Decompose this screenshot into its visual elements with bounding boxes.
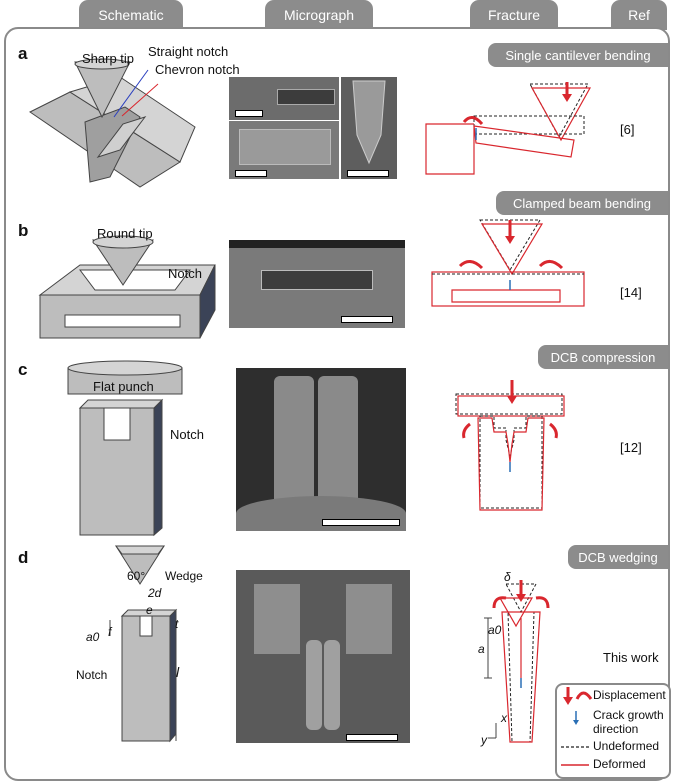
scale-bar: [235, 110, 263, 117]
notch-label: Notch: [168, 266, 202, 281]
panel-c-label: c: [18, 360, 28, 379]
chevron-notch-label: Chevron notch: [155, 62, 240, 77]
angle-label: 60°: [127, 569, 146, 583]
tab-fracture: Fracture: [470, 0, 558, 30]
panel-d-label: d: [18, 548, 29, 567]
frac-a-label: a: [478, 642, 485, 656]
panel-d-ref: This work: [603, 650, 659, 665]
axis-x-label: x: [501, 711, 507, 725]
legend-undeformed: Undeformed: [593, 739, 660, 753]
undeformed-line-icon: [561, 746, 589, 748]
legend-displacement: Displacement: [593, 688, 666, 702]
panel-c-fracture: [455, 380, 565, 511]
tab-schematic: Schematic: [79, 0, 183, 30]
panel-b-schematic: [38, 235, 216, 339]
frac-a0-label: a0: [488, 623, 502, 637]
panel-b-fracture: [431, 219, 585, 307]
dim-a0-label: a0: [86, 630, 100, 644]
legend: Displacement Crack growth direction Unde…: [555, 683, 671, 779]
deformed-line-icon: [561, 764, 589, 766]
panel-a-label: a: [18, 44, 28, 63]
panel-a-micrograph-2: [229, 121, 339, 179]
dim-2d-label: 2d: [148, 586, 162, 600]
panel-b-label: b: [18, 221, 29, 240]
sharp-tip-label: Sharp tip: [82, 51, 135, 66]
displacement-icon: [563, 687, 593, 705]
panel-a-micrograph-3: [341, 77, 397, 179]
wedge-label: Wedge: [165, 569, 203, 583]
panel-d-schematic: [109, 545, 178, 743]
round-tip-label: Round tip: [97, 226, 153, 241]
panel-b-title: Clamped beam bending: [496, 191, 668, 215]
panel-d-micrograph: [236, 570, 410, 743]
scale-bar: [347, 170, 389, 177]
flat-punch-label: Flat punch: [93, 379, 154, 394]
panel-a-title: Single cantilever bending: [488, 43, 668, 67]
dim-f-label: f: [108, 625, 112, 639]
panel-b-micrograph: [229, 240, 405, 328]
panel-c-schematic: [67, 360, 183, 537]
scale-bar: [235, 170, 267, 177]
panel-a-schematic: [29, 58, 196, 188]
panel-d-fracture: [484, 580, 550, 743]
panel-d-title: DCB wedging: [568, 545, 668, 569]
legend-crack-line2: direction: [593, 722, 639, 736]
panel-a-fracture: [425, 82, 592, 175]
panel-c-ref: [12]: [620, 440, 642, 455]
axis-y-label: y: [481, 733, 487, 747]
panel-c-micrograph: [236, 368, 406, 531]
legend-deformed: Deformed: [593, 757, 646, 771]
tab-ref: Ref: [611, 0, 667, 30]
legend-crack-line1: Crack growth: [593, 708, 664, 722]
dim-l-label: l: [176, 664, 180, 680]
panel-b-ref: [14]: [620, 285, 642, 300]
straight-notch-label: Straight notch: [148, 44, 229, 59]
panel-c-title: DCB compression: [538, 345, 668, 369]
dim-e-label: e: [146, 603, 153, 617]
panel-a-micrograph-1: [229, 77, 339, 120]
tab-micrograph: Micrograph: [265, 0, 373, 30]
notch-label: Notch: [170, 427, 204, 442]
scale-bar: [346, 734, 398, 741]
scale-bar: [322, 519, 400, 526]
panel-a-ref: [6]: [620, 122, 635, 137]
crack-growth-icon: [573, 711, 579, 725]
dim-t-label: t: [175, 617, 179, 631]
delta-label: δ: [504, 570, 511, 584]
scale-bar: [341, 316, 393, 323]
notch-label: Notch: [76, 668, 108, 682]
